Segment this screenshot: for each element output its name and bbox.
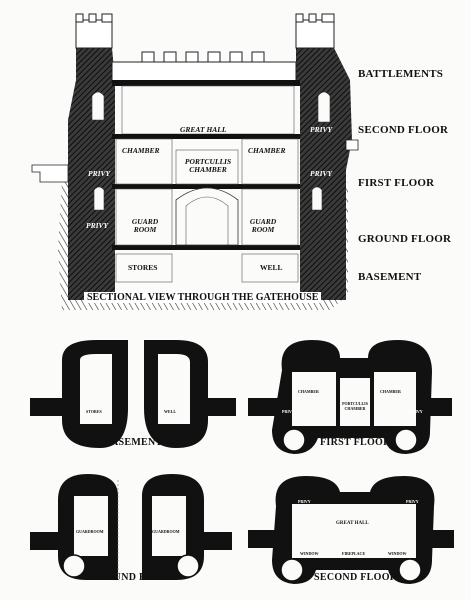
level-label-basement: BASEMENT: [358, 271, 422, 283]
plan-label-guardroom-left: GUARDROOM: [76, 529, 104, 534]
level-label-second-floor: SECOND FLOOR: [358, 124, 449, 136]
first-floor-left-chamber: [292, 372, 336, 426]
ground-floor-plan: [30, 474, 232, 580]
first-floor-right-wall: [428, 398, 452, 416]
left-annex: [31, 164, 69, 183]
basement-right-wall: [206, 398, 236, 416]
central-parapet: [111, 51, 297, 83]
roof-beam: [112, 80, 300, 86]
room-label-privy-left: PRIVY: [88, 169, 111, 178]
plan-title-first-floor: FIRST FLOOR: [320, 437, 391, 448]
room-label-privy-right: PRIVY: [310, 169, 333, 178]
plan-label-window-right: WINDOW: [388, 551, 407, 556]
second-floor-right-wall: [430, 530, 454, 548]
ground-floor-right-guardroom: [152, 496, 186, 556]
plan-label-window-left: WINDOW: [300, 551, 319, 556]
stores-space: [115, 253, 173, 283]
plan-title-ground-floor: GROUND FLOOR: [90, 572, 177, 583]
first-floor-plan: [248, 340, 452, 454]
basement-stores-room: [80, 354, 112, 424]
room-label-stores: STORES: [128, 263, 158, 272]
basement-left-wall: [30, 398, 64, 416]
second-floor-stair-left: [280, 558, 304, 582]
section-view: [31, 13, 359, 310]
ground-floor-stair-right: [176, 554, 200, 578]
second-floor-left-wall: [248, 530, 276, 548]
plan-label-well: WELL: [164, 409, 177, 414]
room-label-great-hall: GREAT HALL: [180, 125, 227, 134]
plan-title-second-floor: SECOND FLOOR: [314, 572, 398, 583]
plan-label-guardroom-right: GUARDROOM: [152, 529, 180, 534]
room-label-privy-lower: PRIVY: [86, 221, 109, 230]
ground-floor-right-wall: [202, 532, 232, 550]
chamber-right-space: [241, 138, 299, 185]
portcullis-chamber-space: [175, 149, 239, 185]
plan-label-stores: STORES: [86, 409, 102, 414]
first-floor-left-wall: [248, 398, 278, 416]
plan-label-portcullis-chamber: PORTCULLIS CHAMBER: [342, 401, 368, 411]
plan-label-privy-second-right: PRIVY: [406, 499, 419, 504]
right-annex: [345, 139, 359, 151]
room-label-chamber-left: CHAMBER: [122, 146, 160, 155]
ground-floor-left-guardroom: [74, 496, 108, 556]
basement-plan: [30, 340, 236, 448]
room-label-portcullis-chamber: PORTCULLIS CHAMBER: [184, 157, 232, 174]
plan-label-great-hall: GREAT HALL: [336, 521, 369, 526]
first-floor-stair-left: [282, 428, 306, 452]
room-label-guard-room-right: GUARD ROOM: [249, 217, 277, 234]
plan-label-chamber-right: CHAMBER: [380, 389, 401, 394]
room-label-well: WELL: [260, 263, 283, 272]
room-label-chamber-right: CHAMBER: [248, 146, 286, 155]
guard-room-left-space: [115, 188, 173, 246]
level-label-first-floor: FIRST FLOOR: [358, 177, 435, 189]
ground-floor-stair-left: [62, 554, 86, 578]
first-floor-portcullis: [340, 378, 370, 426]
left-battlements: [75, 13, 113, 49]
great-hall-space: [121, 85, 295, 135]
plan-label-privy-first-left: PRIVY: [282, 409, 295, 414]
gate-passage: [175, 187, 239, 246]
ground-floor-left-wall: [30, 532, 60, 550]
level-label-ground-floor: GROUND FLOOR: [358, 233, 452, 245]
right-turret-wall: [296, 48, 352, 300]
second-floor-beam: [112, 134, 300, 139]
basement-well-room: [158, 354, 190, 424]
first-floor-stair-right: [394, 428, 418, 452]
second-floor-stair-right: [398, 558, 422, 582]
plan-title-basement: BASEMENT: [104, 437, 163, 448]
privy-niches: [91, 91, 331, 211]
plan-label-privy-first-right: PRIVY: [410, 409, 423, 414]
ground-floor-beam: [112, 245, 300, 250]
plan-label-privy-second-left: PRIVY: [298, 499, 311, 504]
right-battlements: [295, 13, 335, 49]
plan-label-chamber-left: CHAMBER: [298, 389, 319, 394]
plan-label-fireplace: FIREPLACE: [342, 551, 366, 556]
guard-room-right-space: [241, 188, 299, 246]
well-space: [241, 253, 299, 283]
first-floor-beam: [112, 184, 300, 189]
chamber-left-space: [115, 138, 173, 185]
level-label-battlements: BATTLEMENTS: [358, 68, 444, 80]
room-label-guard-room-left: GUARD ROOM: [131, 217, 159, 234]
second-floor-plan: [248, 476, 454, 584]
second-floor-great-hall-room: [292, 504, 416, 558]
first-floor-right-chamber: [374, 372, 416, 426]
room-label-privy-upper: PRIVY: [310, 125, 333, 134]
gate-arch-inner: [185, 196, 229, 245]
section-caption: SECTIONAL VIEW THROUGH THE GATEHOUSE: [84, 292, 322, 303]
